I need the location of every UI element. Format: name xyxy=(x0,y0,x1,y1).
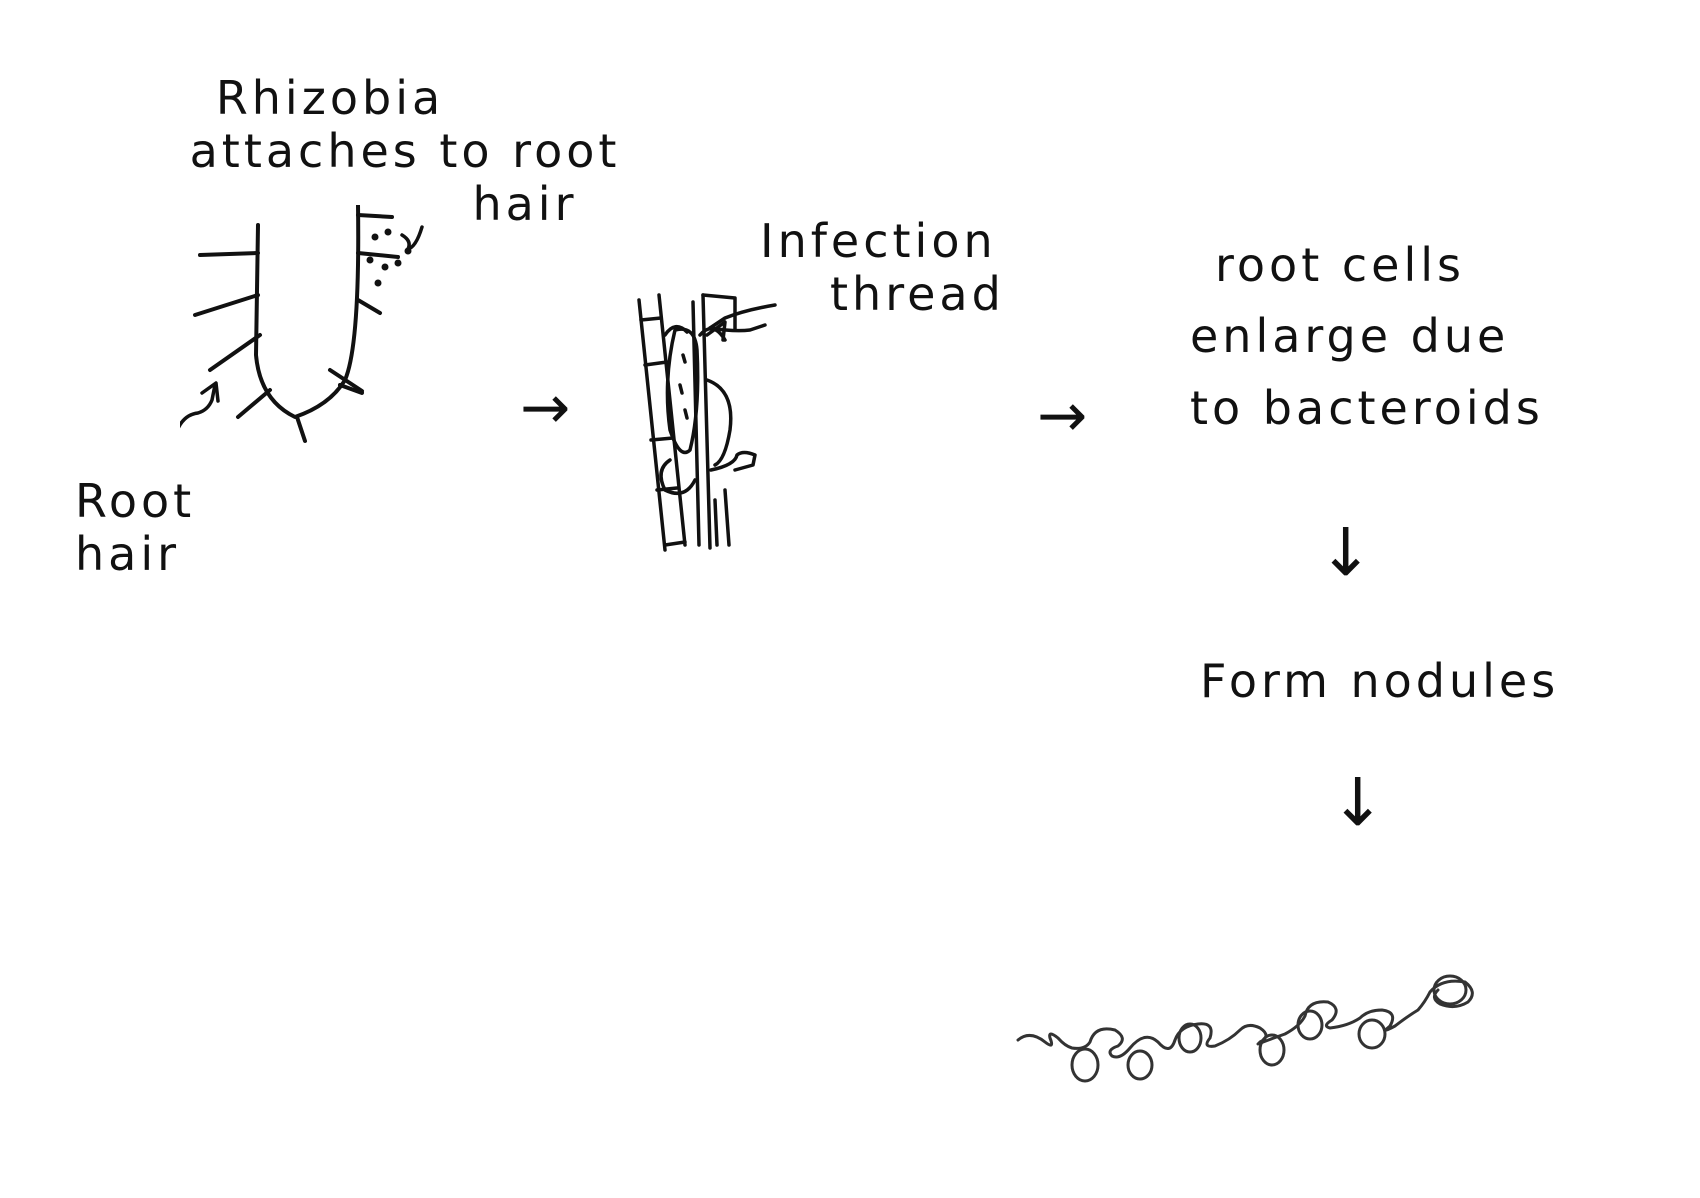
root-hair-label: Root hair xyxy=(75,475,195,581)
flow-arrow-down-1: ↓ xyxy=(1318,514,1374,591)
root-hair-label-line1: Root xyxy=(75,474,196,528)
infection-label-line1: Infection xyxy=(760,214,997,268)
rhizobia-attaches-label: Rhizobia attaches to root hair xyxy=(175,72,635,231)
rhizobia-label-line3: hair xyxy=(472,176,578,231)
cells-label-line1: root cells xyxy=(1215,238,1465,292)
flow-arrow-down-2: ↓ xyxy=(1330,764,1386,841)
root-cells-enlarge-label: root cells enlarge due to bacteroids xyxy=(1190,230,1544,444)
infection-thread-drawing xyxy=(637,293,777,552)
root-with-root-hairs-drawing xyxy=(180,205,424,443)
root-with-nodules-drawing xyxy=(1016,974,1474,1083)
rhizobia-label-line2: attaches to root xyxy=(189,123,621,178)
root-hair-label-line2: hair xyxy=(75,526,181,581)
cells-label-line2: enlarge due xyxy=(1190,309,1510,364)
flow-arrow-right-2: → xyxy=(1037,381,1088,451)
rhizobia-label-line1: Rhizobia xyxy=(215,71,445,125)
cells-label-line3: to bacteroids xyxy=(1190,380,1544,435)
form-nodules-label: Form nodules xyxy=(1200,654,1560,708)
infection-label-line2: thread xyxy=(830,266,1005,321)
flow-arrow-right-1: → xyxy=(520,373,571,443)
infection-thread-label: Infection thread xyxy=(760,215,1005,321)
